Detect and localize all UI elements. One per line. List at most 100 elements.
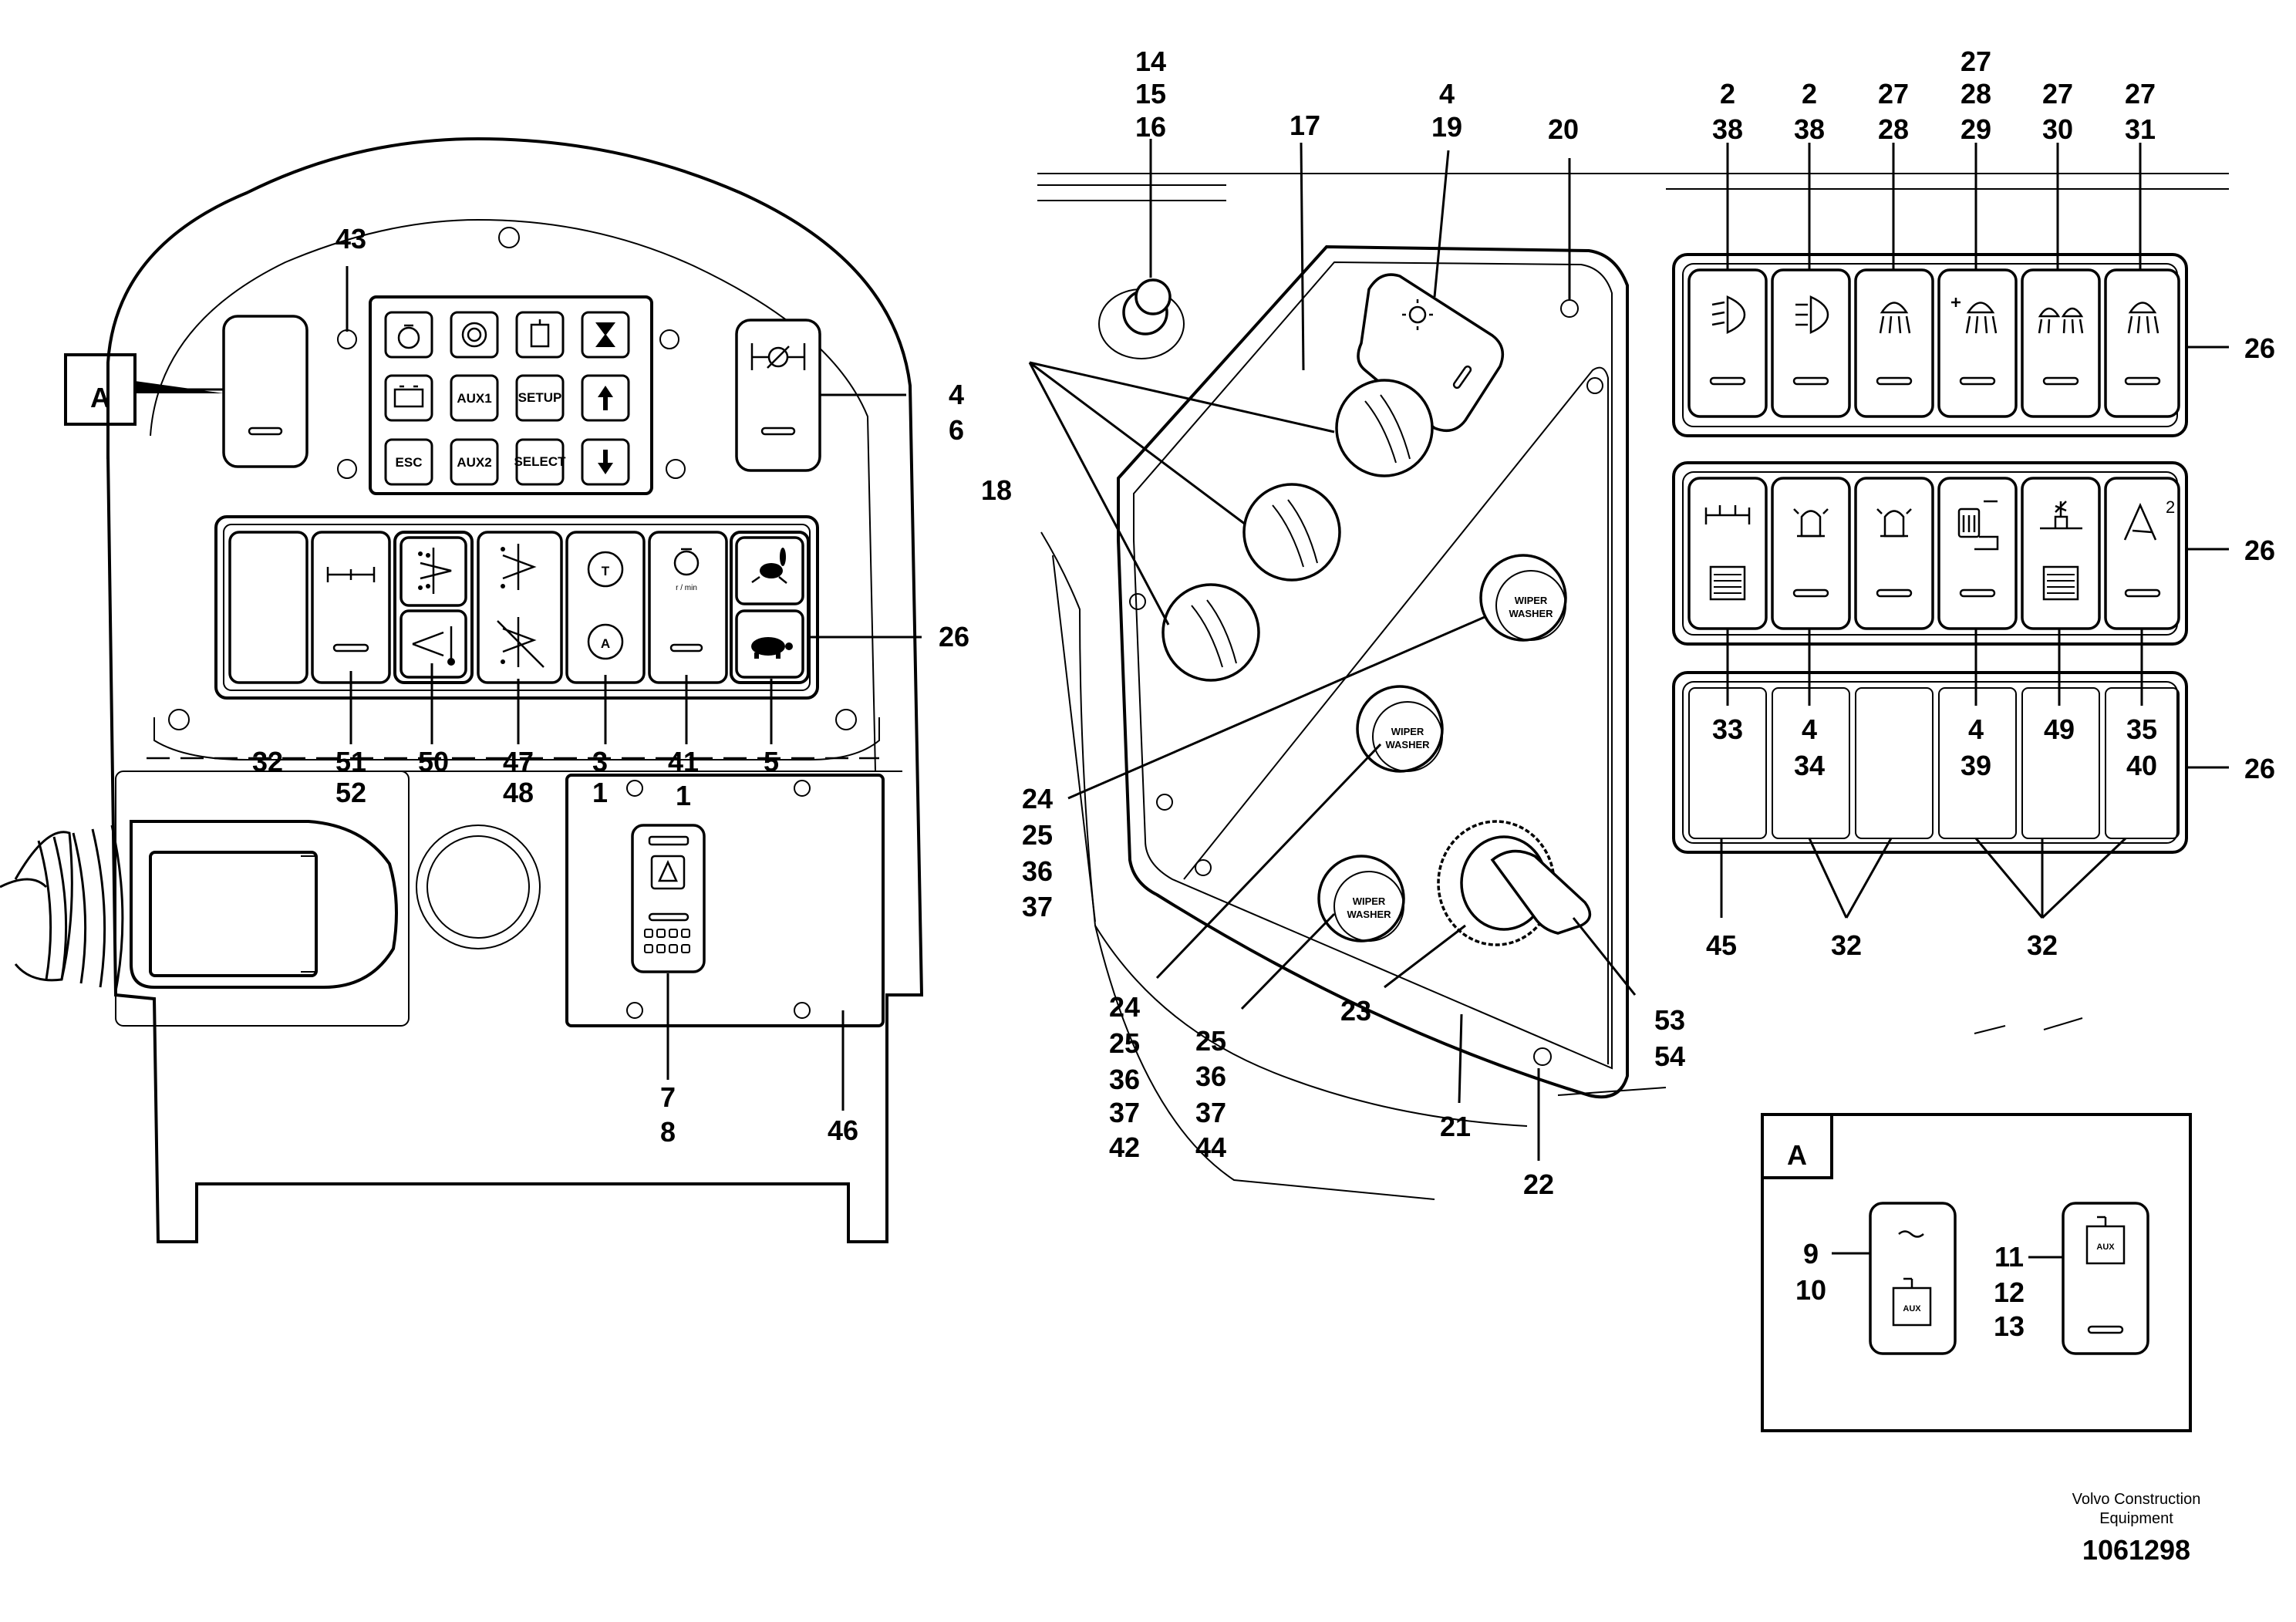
label-26-bottom: 26 — [2244, 753, 2275, 784]
keypad-key-down[interactable] — [581, 438, 630, 486]
keypad-key-up[interactable] — [581, 374, 630, 422]
keypad-key-select[interactable]: SELECT — [514, 438, 566, 486]
work-light-double-icon — [2038, 307, 2084, 334]
wiper-knob-1[interactable]: WIPER WASHER — [1479, 554, 1567, 642]
switch-axle-suspension[interactable] — [1687, 477, 1768, 630]
label-48: 48 — [503, 777, 534, 808]
label-40: 40 — [2126, 750, 2157, 781]
keypad-key-aux2[interactable]: AUX2 — [450, 438, 499, 486]
rocker-switch-axle-lock[interactable] — [735, 319, 821, 472]
blank-switch[interactable] — [228, 531, 308, 684]
center-panel: WIPER WASHER WIPER WASHER WIPER WASHER — [981, 46, 2229, 1200]
hydraulic-flow-icon — [418, 548, 452, 594]
gear-t-letter: T — [602, 564, 610, 578]
battery-icon — [393, 388, 424, 408]
temperature-icon — [412, 626, 455, 666]
footer: Volvo Construction Equipment 1061298 — [2072, 1491, 2201, 1566]
keypad-key-engine[interactable] — [384, 311, 433, 359]
cab-line-top — [1037, 184, 1226, 201]
label-20: 20 — [1548, 113, 1579, 145]
rocker-switch-a[interactable] — [222, 315, 308, 468]
wiper-knob-3[interactable]: WIPER WASHER — [1317, 855, 1405, 943]
label-12: 12 — [1994, 1276, 2025, 1308]
detail-a-tag — [1761, 1113, 1833, 1179]
label-c4-b: 28 — [1961, 78, 1991, 110]
keypad-key-setup[interactable]: SETUP — [515, 374, 565, 422]
drawing-number: 1061298 — [2082, 1534, 2190, 1566]
label-37-b: 37 — [1109, 1097, 1140, 1128]
arrow-down-icon — [598, 450, 613, 474]
label-43: 43 — [335, 223, 366, 255]
headlight-icon — [1711, 295, 1746, 334]
switch-beacon-1[interactable] — [1771, 477, 1851, 630]
wiper-label-3: WIPER — [1353, 895, 1386, 907]
label-6: 6 — [949, 414, 964, 446]
switch-work-light-4[interactable] — [2104, 268, 2180, 418]
label-c1-b: 38 — [1712, 113, 1743, 145]
axle-lock-icon — [750, 343, 806, 370]
switch-differential[interactable] — [311, 531, 391, 684]
switch-speed-select[interactable] — [730, 531, 810, 684]
keypad: AUX1 SETUP ESC AUX2 SELECT — [369, 295, 653, 495]
joystick-housing — [130, 820, 398, 989]
rotary-knob-1[interactable] — [1335, 379, 1434, 477]
label-21: 21 — [1440, 1111, 1471, 1142]
ignition-switch[interactable] — [1437, 820, 1592, 946]
label-32-right-b: 32 — [2027, 929, 2058, 961]
label-24-b: 24 — [1109, 991, 1140, 1023]
label-49: 49 — [2044, 713, 2075, 745]
switch-headlight-high[interactable] — [1771, 268, 1851, 418]
hourglass-icon — [595, 322, 615, 347]
joystick-window-edge — [301, 855, 317, 973]
keypad-key-hourglass[interactable] — [581, 311, 630, 359]
label-26-top: 26 — [2244, 332, 2275, 364]
hazard-switch[interactable] — [631, 824, 706, 973]
switch-beacon-2[interactable] — [1854, 477, 1934, 630]
control-plate-diagonal — [1183, 366, 1609, 1064]
round-cover — [416, 824, 541, 949]
turtle-icon — [751, 637, 793, 659]
label-44: 44 — [1195, 1131, 1226, 1163]
rotary-knob-2[interactable] — [1242, 483, 1341, 582]
arrow-up-icon — [598, 386, 613, 410]
label-35: 35 — [2126, 713, 2157, 745]
label-10: 10 — [1795, 1274, 1826, 1306]
switch-engine-speed[interactable]: r / min — [648, 531, 728, 684]
switch-float[interactable] — [477, 531, 563, 684]
control-plate-inner — [1133, 261, 1613, 1070]
pushbutton-knob[interactable] — [1098, 278, 1185, 359]
label-c1-a: 2 — [1720, 78, 1735, 110]
aux-switch-left[interactable]: AUX — [1869, 1202, 1957, 1355]
keypad-key-gear[interactable] — [450, 311, 499, 359]
label-26-middle: 26 — [2244, 534, 2275, 566]
keypad-key-aux-tank[interactable] — [515, 311, 565, 359]
switch-headlight-low[interactable] — [1687, 268, 1768, 418]
switch-function-2[interactable]: 2 — [2104, 477, 2180, 630]
switch-seat-heater[interactable] — [1937, 477, 2018, 630]
switch-work-light-3[interactable] — [2021, 268, 2101, 418]
label-33: 33 — [1712, 713, 1743, 745]
switch-work-light-1[interactable] — [1854, 268, 1934, 418]
switch-hydraulic-temp[interactable] — [393, 531, 474, 684]
keypad-key-esc[interactable]: ESC — [384, 438, 433, 486]
float-off-icon — [497, 617, 544, 668]
cab-floor-lines — [1557, 1017, 2083, 1096]
beacon-icon — [1876, 508, 1912, 538]
label-r4-a: 4 — [1802, 713, 1817, 745]
keypad-key-aux1[interactable]: AUX1 — [450, 374, 499, 422]
label-22: 22 — [1523, 1168, 1554, 1200]
joystick-window — [149, 851, 318, 977]
label-5: 5 — [764, 746, 779, 777]
label-18: 18 — [981, 474, 1012, 506]
rotary-knob-3[interactable] — [1161, 583, 1260, 682]
switch-transmission-mode[interactable]: T A — [565, 531, 646, 684]
switch-work-light-2[interactable] — [1937, 268, 2018, 418]
label-42: 42 — [1109, 1131, 1140, 1163]
esc-label: ESC — [396, 455, 423, 470]
aux-switch-right[interactable]: AUX — [2062, 1202, 2149, 1355]
wiper-knob-2[interactable]: WIPER WASHER — [1356, 685, 1444, 773]
top-switch-frame — [1672, 253, 2188, 437]
keypad-key-battery[interactable] — [384, 374, 433, 422]
switch-boom-suspension[interactable] — [2021, 477, 2101, 630]
